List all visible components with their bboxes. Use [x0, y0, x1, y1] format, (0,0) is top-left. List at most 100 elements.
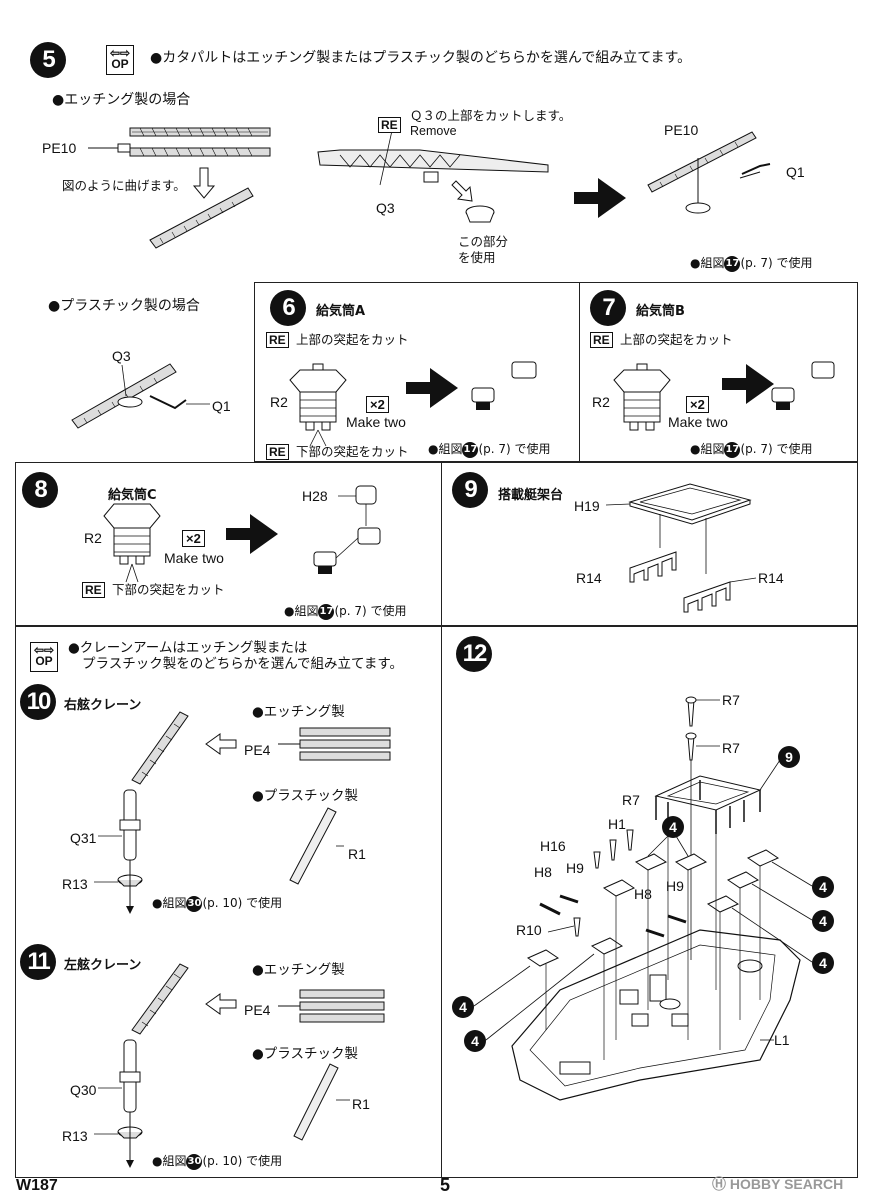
- step12-r7a: R7: [722, 692, 740, 708]
- step12-sub9: 9: [778, 746, 800, 768]
- step12-h8a: H8: [534, 864, 552, 880]
- step6-top-cut: 上部の突起をカット: [296, 332, 409, 347]
- step8-re: RE: [82, 582, 105, 598]
- step9-number: 9: [452, 472, 488, 508]
- step7-make-two: Make two: [668, 414, 728, 430]
- q1-label: Q1: [786, 164, 805, 180]
- step7-part-r2: R2: [592, 394, 610, 410]
- step6-bottom-cut: 下部の突起をカット: [296, 444, 409, 459]
- step8-qty: ×2: [182, 530, 205, 547]
- step11-etched: ●エッチング製: [252, 962, 345, 978]
- crane-op-icon: ⇦⇨OP: [30, 642, 58, 672]
- step8-make-two: Make two: [164, 550, 224, 566]
- q3-label: Q3: [376, 200, 395, 216]
- step6-number: 6: [270, 290, 306, 326]
- step10-q31: Q31: [70, 830, 97, 846]
- step10-r1: R1: [348, 846, 366, 862]
- watermark-logo-icon: Ⓗ: [712, 1176, 730, 1192]
- q1-label-b: Q1: [212, 398, 231, 414]
- step12-l1: L1: [774, 1032, 790, 1048]
- step12-sub4-f: 4: [464, 1030, 486, 1052]
- step11-q30: Q30: [70, 1082, 97, 1098]
- step12-sub4-e: 4: [452, 996, 474, 1018]
- step8-9-drawings: [103, 483, 757, 613]
- q3-label-b: Q3: [112, 348, 131, 364]
- page-number: 5: [440, 1175, 451, 1195]
- step12-sub4-b: 4: [812, 876, 834, 898]
- step11-ref: ●組図30(p. 10) で使用: [152, 1153, 283, 1170]
- step5-re-badge: RE: [378, 117, 401, 133]
- catapult-plastic-drawing: [71, 363, 210, 429]
- step11-number: 11: [20, 944, 56, 980]
- step11-title: 左舷クレーン: [64, 958, 142, 973]
- step6-re-top: RE: [266, 332, 289, 348]
- step7-ref: ●組図17(p. 7) で使用: [690, 441, 813, 458]
- use-part-line2: を使用: [458, 250, 496, 265]
- step12-panel: [441, 626, 858, 1178]
- step11-plastic: ●プラスチック製: [252, 1046, 359, 1062]
- step8-title: 給気筒C: [108, 488, 157, 503]
- step10-r13: R13: [62, 876, 88, 892]
- step11-r13: R13: [62, 1128, 88, 1144]
- step6-part-r2: R2: [270, 394, 288, 410]
- step12-h9b: H9: [666, 878, 684, 894]
- pe10-label: PE10: [42, 140, 77, 156]
- catapult-etched-drawing: [88, 125, 771, 249]
- step10-ref: ●組図30(p. 10) で使用: [152, 895, 283, 912]
- step8-bottom-cut: 下部の突起をカット: [112, 582, 225, 597]
- step12-h9a: H9: [566, 860, 584, 876]
- step12-r7c: R7: [622, 792, 640, 808]
- pe10-label-b: PE10: [664, 122, 699, 138]
- step10-plastic: ●プラスチック製: [252, 788, 359, 804]
- step12-h16: H16: [540, 838, 566, 854]
- step10-number: 10: [20, 684, 56, 720]
- step10-title: 右舷クレーン: [64, 698, 142, 713]
- step10-pe4: PE4: [244, 742, 271, 758]
- step9-panel: [441, 462, 858, 626]
- step12-r7b: R7: [722, 740, 740, 756]
- step9-title: 搭載艇架台: [498, 488, 564, 503]
- crane-note-line2: プラスチック製をのどちらかを選んで組み立てます。: [82, 656, 404, 672]
- step12-r10: R10: [516, 922, 542, 938]
- remove-label: Remove: [410, 124, 457, 138]
- step6-qty: ×2: [366, 396, 389, 413]
- step8-ref: ●組図17(p. 7) で使用: [284, 603, 407, 620]
- step9-r14b: R14: [758, 570, 784, 586]
- step5-instruction: ●カタパルトはエッチング製またはプラスチック製のどちらかを選んで組み立てます。: [150, 50, 692, 66]
- step5-number: 5: [30, 42, 66, 78]
- crane-drawings: [94, 711, 391, 1168]
- step9-r14a: R14: [576, 570, 602, 586]
- step12-h1: H1: [608, 816, 626, 832]
- step6-7-drawings: [289, 361, 835, 447]
- step8-number: 8: [22, 472, 58, 508]
- crane-note-line1: ●クレーンアームはエッチング製または: [68, 640, 308, 656]
- step7-number: 7: [590, 290, 626, 326]
- bend-note: 図のように曲げます。: [62, 178, 186, 193]
- step12-sub4-c: 4: [812, 910, 834, 932]
- catalog-code: W187: [16, 1177, 58, 1194]
- step9-h19: H19: [574, 498, 600, 514]
- use-part-line1: この部分: [458, 234, 509, 249]
- step7-panel: [579, 282, 858, 462]
- step7-title: 給気筒B: [636, 304, 685, 319]
- step6-ref: ●組図17(p. 7) で使用: [428, 441, 551, 458]
- op-icon: ⇦⇨OP: [106, 45, 134, 75]
- step7-top-cut: 上部の突起をカット: [620, 332, 733, 347]
- plastic-title: ●プラスチック製の場合: [48, 298, 200, 314]
- step12-number: 12: [456, 636, 492, 672]
- q3-cut-note: Ｑ３の上部をカットします。: [410, 108, 572, 123]
- step6-make-two: Make two: [346, 414, 406, 430]
- watermark: Ⓗ HOBBY SEARCH: [712, 1176, 844, 1192]
- etched-title: ●エッチング製の場合: [52, 92, 191, 108]
- step12-h8b: H8: [634, 886, 652, 902]
- step6-re-bottom: RE: [266, 444, 289, 460]
- step8-h28: H28: [302, 488, 328, 504]
- step10-etched: ●エッチング製: [252, 704, 345, 720]
- step8-part-r2: R2: [84, 530, 102, 546]
- step7-qty: ×2: [686, 396, 709, 413]
- step6-title: 給気筒A: [316, 304, 366, 319]
- step12-sub4-d: 4: [812, 952, 834, 974]
- step11-r1: R1: [352, 1096, 370, 1112]
- step7-re-top: RE: [590, 332, 613, 348]
